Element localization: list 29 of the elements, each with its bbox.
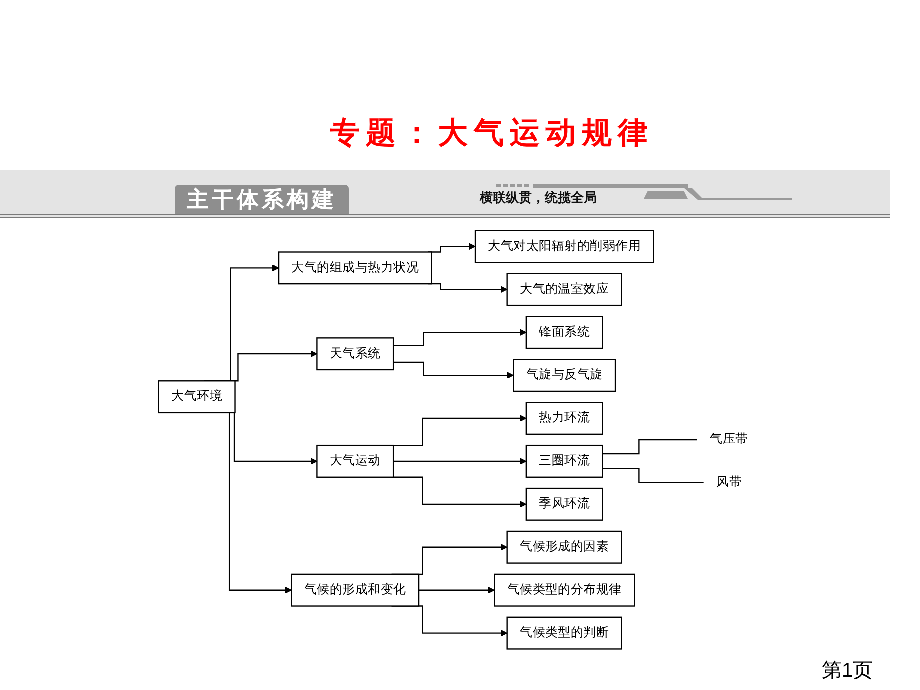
node-box: 热力环流 xyxy=(526,402,604,436)
arrow xyxy=(394,329,527,346)
node-box: 气旋与反气旋 xyxy=(513,359,616,392)
arrow xyxy=(394,362,514,380)
node-box: 大气运动 xyxy=(316,444,394,478)
node-box: 气候形成的因素 xyxy=(506,530,622,564)
connector xyxy=(602,439,698,455)
node-box: 大气的温室效应 xyxy=(506,273,622,306)
arrow xyxy=(394,458,527,465)
node-box: 大气对太阳辐射的削弱作用 xyxy=(474,230,654,264)
connector xyxy=(602,468,704,484)
section-heading-tab: 主干体系构建 xyxy=(175,185,349,214)
title: 专题：大气运动规律 xyxy=(330,116,654,152)
node-box: 天气系统 xyxy=(316,338,394,371)
node-box: 季风环流 xyxy=(526,488,604,521)
node-box: 大气的组成与热力状况 xyxy=(278,252,432,285)
arrow xyxy=(392,476,527,508)
arrow xyxy=(419,586,495,594)
page-number: 第1页 xyxy=(822,659,874,683)
node-box: 气候类型的分布规律 xyxy=(494,574,636,607)
node-text: 风带 xyxy=(716,476,742,490)
node-box: 锋面系统 xyxy=(526,316,604,350)
node-text: 气压带 xyxy=(710,432,748,446)
slogan-text: 横联纵贯，统揽全局 xyxy=(480,190,597,205)
node-box: 气候类型的判断 xyxy=(506,616,622,650)
arrow xyxy=(392,415,527,446)
node-box: 三圈环流 xyxy=(526,444,604,478)
node-box: 大气环境 xyxy=(158,380,236,414)
node-box: 气候的形成和变化 xyxy=(291,574,420,607)
